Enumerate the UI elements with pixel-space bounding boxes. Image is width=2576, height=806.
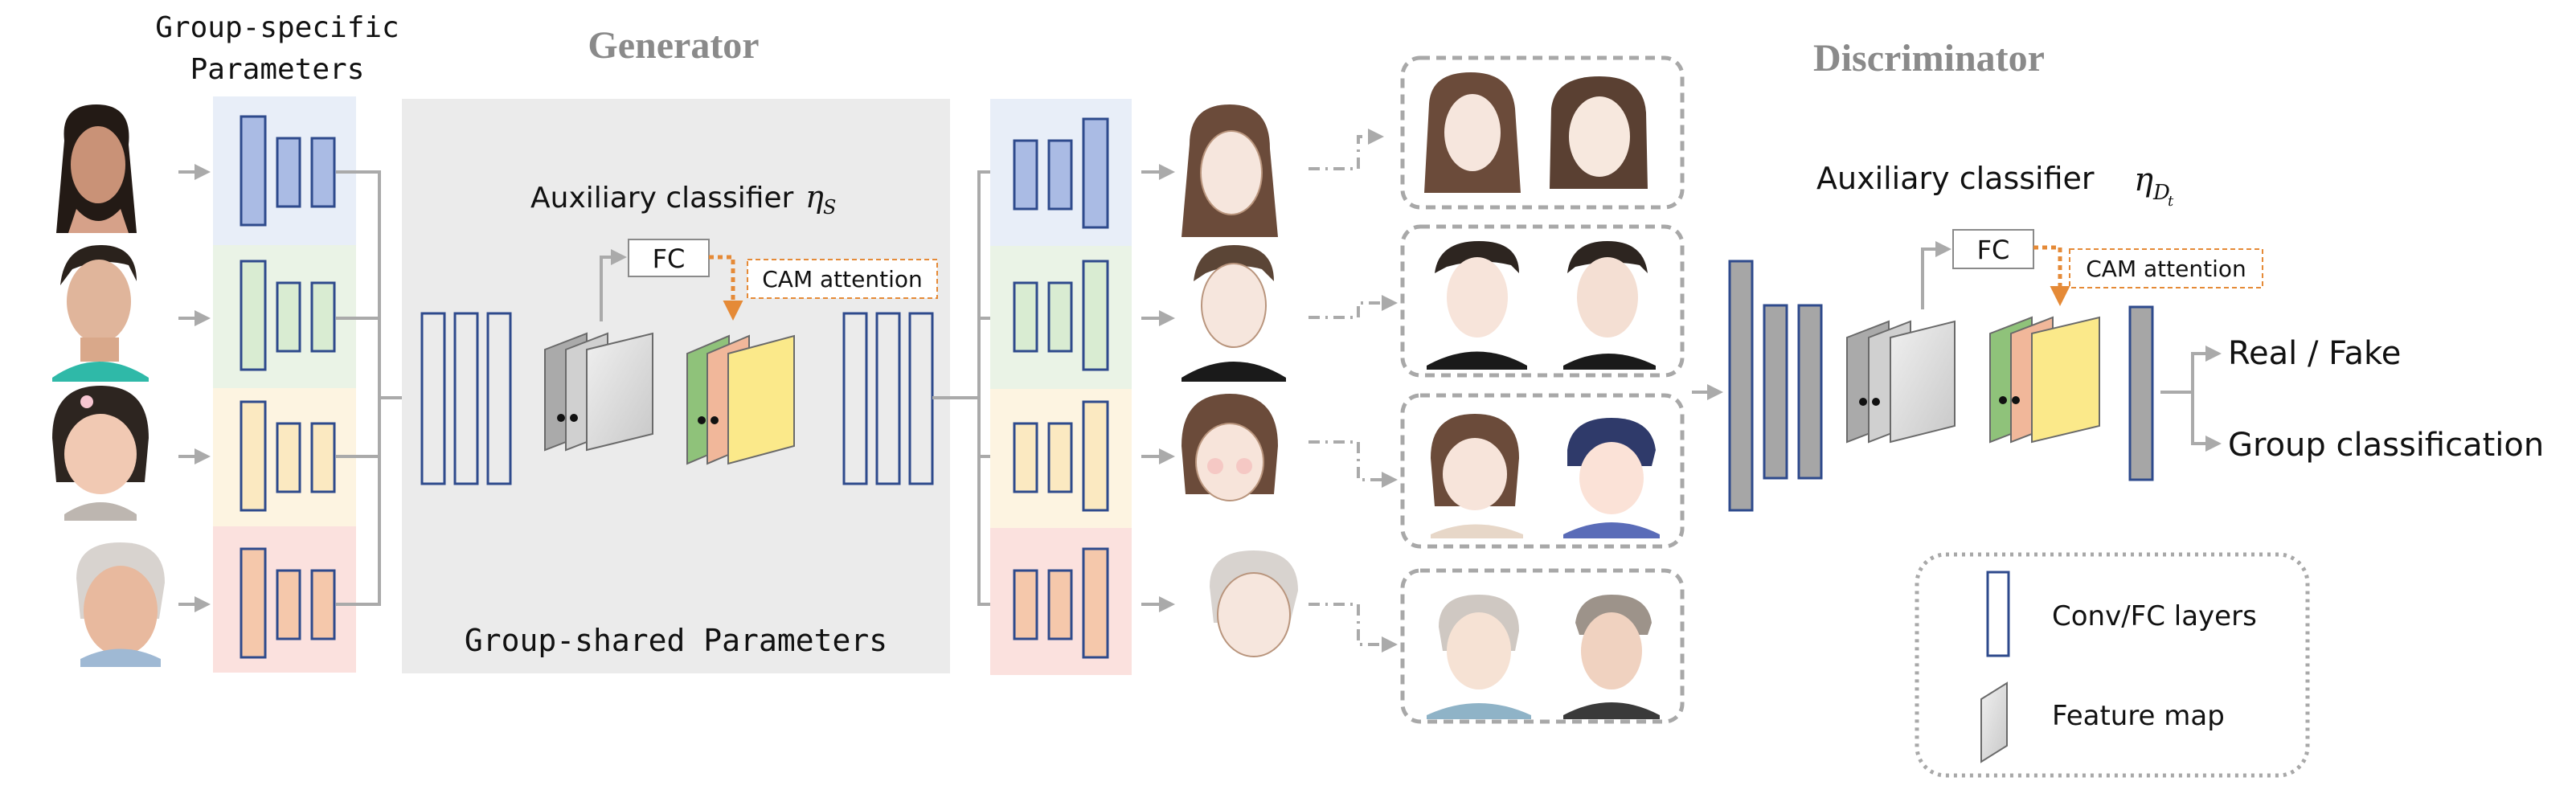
output-arrows [1141, 164, 1175, 612]
generator-feature-maps [544, 332, 653, 452]
discriminator-cam-box [2069, 248, 2263, 288]
discriminator-bars [1728, 260, 1823, 512]
discriminator-title: Discriminator [1813, 37, 2045, 80]
output-face-young-woman [1182, 104, 1278, 237]
legend-feature-swatch [1980, 681, 2008, 763]
output-face-elder [1210, 550, 1298, 657]
generator-aux-symbol: η [805, 179, 824, 215]
discriminator-output-bar [2128, 305, 2154, 481]
legend-conv-label: Conv/FC layers [2052, 600, 2257, 632]
generator-cam-feature-maps [686, 334, 795, 465]
discriminator-cam-label: CAM attention [2086, 256, 2246, 282]
discriminator-cam-feature-maps [1989, 316, 2100, 444]
output-real-fake: Real / Fake [2228, 335, 2401, 372]
generator-aux-label: Auxiliary classifier [530, 182, 794, 215]
reference-arrows [1308, 129, 1398, 653]
legend-box [1915, 552, 2310, 778]
discriminator-aux-sub: D [2152, 181, 2170, 205]
discriminator-feature-maps [1846, 320, 1956, 444]
discriminator-cam-arrow [2033, 245, 2070, 306]
generator-fc-label: FC [653, 243, 686, 274]
group-specific-title-line2: Parameters [190, 53, 365, 86]
group-specific-title-line1: Group-specific [155, 11, 399, 44]
legend-conv-swatch [1986, 571, 2010, 657]
shared-encoder-bars [420, 312, 512, 485]
discriminator-fc-box [1952, 229, 2034, 269]
discriminator-fc-label: FC [1977, 235, 2010, 265]
output-face-child [1182, 394, 1278, 501]
input-arrows [178, 164, 211, 612]
input-face-young-man [52, 245, 149, 382]
reference-boxes [1400, 55, 1685, 724]
output-group-classification: Group classification [2228, 427, 2544, 464]
discriminator-aux-symbol: η [2134, 162, 2153, 198]
discriminator-output-arrows [2160, 346, 2222, 452]
legend-feature-label: Feature map [2052, 700, 2225, 732]
group-specific-left [213, 96, 356, 673]
input-face-child [52, 386, 149, 521]
input-face-elder [76, 542, 165, 667]
discriminator-aux-label: Auxiliary classifier [1816, 161, 2095, 196]
output-face-young-man [1182, 245, 1286, 382]
group-specific-right [990, 99, 1132, 675]
discriminator-fc-arrow [1921, 241, 1951, 309]
generator-title: Generator [588, 24, 759, 67]
generator-fc-box [628, 239, 710, 277]
group-shared-title: Group-shared Parameters [465, 623, 887, 658]
shared-decoder-bars [842, 312, 934, 485]
generator-aux-sub: S [823, 196, 836, 219]
generator-fc-arrow [600, 249, 627, 321]
discriminator-aux-subsub: t [2168, 193, 2174, 210]
generator-cam-arrow [709, 255, 743, 321]
generator-cam-label: CAM attention [762, 266, 923, 293]
generator-cam-box [747, 259, 938, 299]
input-face-young-woman [56, 104, 137, 233]
